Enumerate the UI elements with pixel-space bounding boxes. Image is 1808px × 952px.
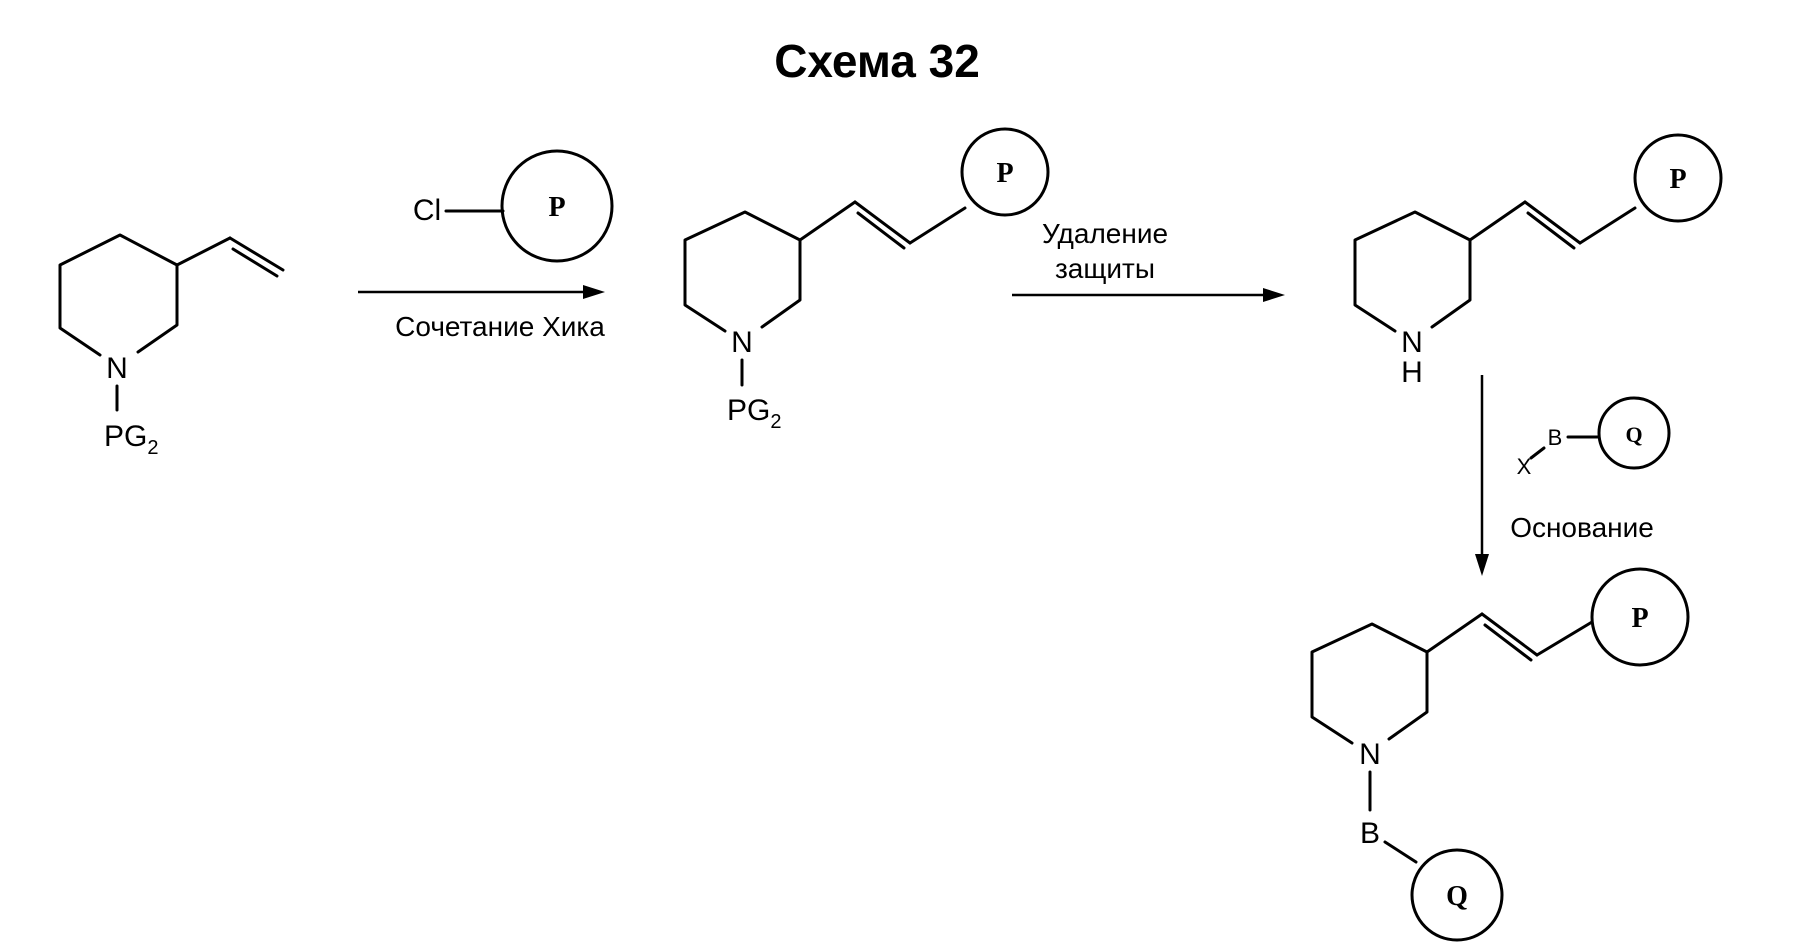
step3-label: Основание [1510,512,1654,543]
reactant-pg-label: PG2 [104,420,158,459]
intermediate2-p-label: P [1669,164,1686,195]
intermediate1-pg-subscript: 2 [770,411,781,433]
product-alkene-double [1482,614,1537,655]
product-b-q-bond [1385,842,1416,862]
step2-label-line2: защиты [1055,253,1155,284]
step3-b-label: B [1548,425,1563,450]
reactant-ring [60,235,177,355]
intermediate2-h-atom: H [1401,356,1423,389]
product-q-label: Q [1446,881,1468,912]
intermediate2-alkene-bond-a [1470,202,1525,240]
intermediate2-ring [1355,212,1470,331]
reactant-n-atom: N [106,352,128,385]
intermediate1-alkene-double-2 [858,213,904,248]
step3-arrow-head [1475,554,1489,576]
reactant-vinyl-bond [177,238,230,265]
reactant-molecule: N PG2 [60,235,283,459]
reactant-vinyl-double-bond [230,238,283,270]
intermediate2-n-atom: N [1401,326,1423,359]
reactant-pg-text: PG [104,420,147,453]
step1: Cl P Сочетание Хика [358,151,612,342]
step1-arrow-head [583,285,605,299]
reactant-pg-subscript: 2 [147,437,158,459]
step2-label-line1: Удаление [1042,218,1168,249]
step3-q-label: Q [1625,422,1642,447]
step3: X B Q Основание [1475,375,1669,576]
intermediate2-molecule: P N H [1355,135,1721,389]
product-molecule: P N B Q [1312,569,1688,940]
intermediate1-alkene-bond-b [910,208,965,243]
intermediate1-p-label: P [996,158,1013,189]
intermediate1-n-atom: N [731,326,753,359]
scheme-title: Схема 32 [774,35,980,87]
step3-x-label: X [1517,454,1532,479]
step2-arrow-head [1263,288,1285,302]
product-alkene-bond-a [1427,614,1482,652]
intermediate1-alkene-bond-a [800,202,855,240]
step2: Удаление защиты [1012,218,1285,302]
intermediate1-pg-label: PG2 [727,394,781,433]
intermediate2-alkene-double [1525,202,1580,243]
step1-cl-label: Cl [413,194,441,227]
product-n-atom: N [1359,738,1381,771]
product-p-label: P [1631,603,1648,634]
product-alkene-double-2 [1485,625,1531,660]
intermediate1-molecule: P N PG2 [685,129,1048,433]
intermediate2-alkene-bond-b [1580,208,1635,243]
product-b-atom: B [1360,817,1380,850]
intermediate2-alkene-double-2 [1528,213,1574,248]
intermediate1-alkene-double [855,202,910,243]
step1-p-label: P [548,192,565,223]
intermediate1-pg-text: PG [727,394,770,427]
intermediate1-ring [685,212,800,331]
product-ring [1312,624,1427,743]
product-alkene-bond-b [1537,622,1592,655]
step3-x-b-bond [1531,448,1544,458]
step1-label: Сочетание Хика [395,311,605,342]
